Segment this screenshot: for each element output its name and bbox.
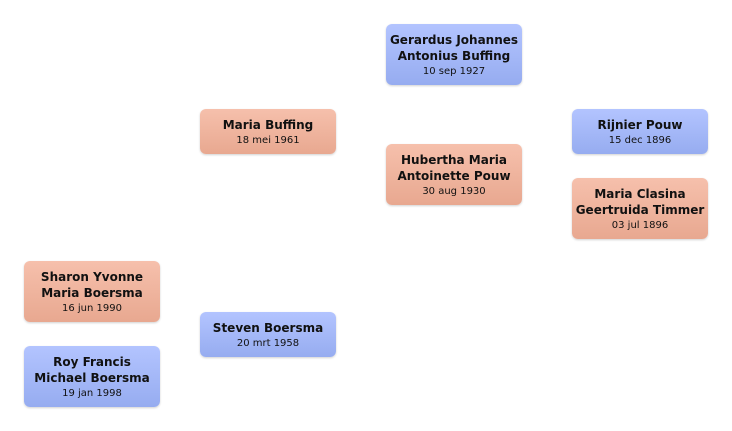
person-card-rijnier-pouw[interactable]: Rijnier Pouw 15 dec 1896 bbox=[572, 109, 708, 154]
person-name-line1: Maria Clasina bbox=[594, 186, 686, 201]
person-name-line1: Roy Francis bbox=[53, 354, 131, 369]
person-card-maria-buffing[interactable]: Maria Buffing 18 mei 1961 bbox=[200, 109, 336, 154]
person-name-line2: Maria Boersma bbox=[41, 285, 143, 300]
person-birth-date: 19 jan 1998 bbox=[62, 387, 122, 399]
person-card-sharon-boersma[interactable]: Sharon Yvonne Maria Boersma 16 jun 1990 bbox=[24, 261, 160, 322]
person-card-hubertha-pouw[interactable]: Hubertha Maria Antoinette Pouw 30 aug 19… bbox=[386, 144, 522, 205]
person-name-line1: Rijnier Pouw bbox=[597, 117, 683, 132]
person-card-steven-boersma[interactable]: Steven Boersma 20 mrt 1958 bbox=[200, 312, 336, 357]
person-birth-date: 16 jun 1990 bbox=[62, 302, 122, 314]
person-card-roy-boersma[interactable]: Roy Francis Michael Boersma 19 jan 1998 bbox=[24, 346, 160, 407]
person-name-line2: Antonius Buffing bbox=[397, 48, 511, 63]
person-name-line2: Michael Boersma bbox=[34, 370, 150, 385]
person-name-line1: Maria Buffing bbox=[222, 117, 314, 132]
person-birth-date: 03 jul 1896 bbox=[611, 219, 669, 231]
person-name-line1: Sharon Yvonne bbox=[40, 269, 144, 284]
person-card-maria-clasina-timmer[interactable]: Maria Clasina Geertruida Timmer 03 jul 1… bbox=[572, 178, 708, 239]
person-birth-date: 30 aug 1930 bbox=[422, 185, 486, 197]
person-name-line1: Steven Boersma bbox=[212, 320, 324, 335]
person-name-line1: Gerardus Johannes bbox=[389, 32, 519, 47]
person-name-line2: Antoinette Pouw bbox=[397, 168, 511, 183]
person-name-line1: Hubertha Maria bbox=[401, 152, 507, 167]
person-card-gerardus-buffing[interactable]: Gerardus Johannes Antonius Buffing 10 se… bbox=[386, 24, 522, 85]
person-birth-date: 18 mei 1961 bbox=[236, 134, 300, 146]
person-birth-date: 20 mrt 1958 bbox=[236, 337, 300, 349]
person-birth-date: 15 dec 1896 bbox=[608, 134, 672, 146]
person-name-line2: Geertruida Timmer bbox=[575, 202, 705, 217]
person-birth-date: 10 sep 1927 bbox=[422, 65, 486, 77]
